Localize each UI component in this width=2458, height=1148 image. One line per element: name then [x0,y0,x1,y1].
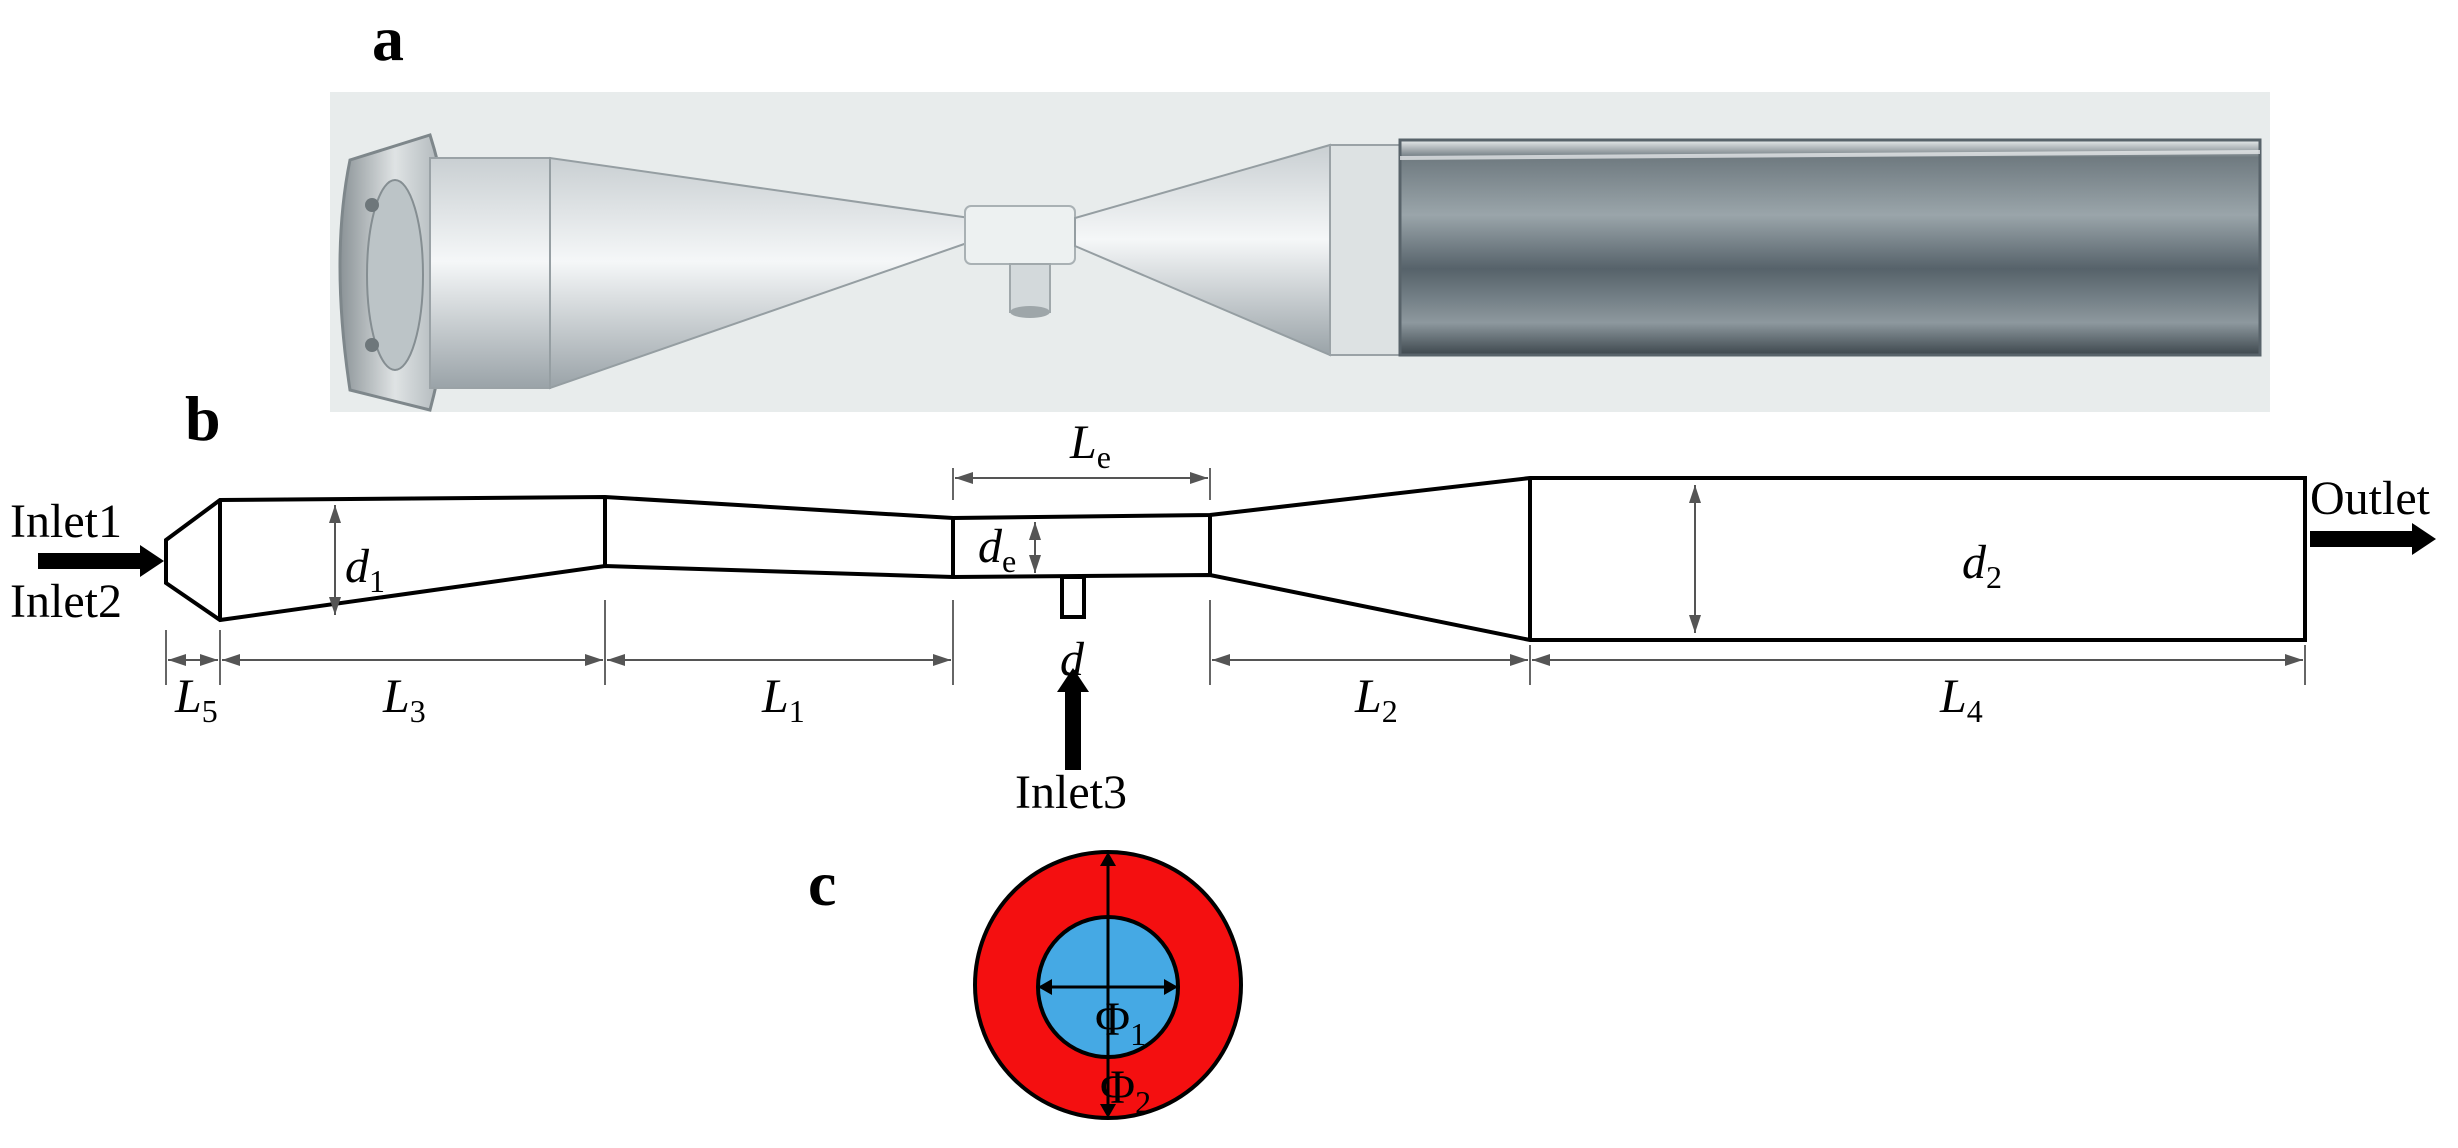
phi2-label: Φ2 [1100,1061,1151,1120]
inlet1-label: Inlet1 [10,495,122,548]
l1-label: L1 [761,670,805,729]
inlet3-label: Inlet3 [1015,766,1127,819]
l3-label: L3 [382,670,426,729]
outlet-label: Outlet [2310,472,2431,525]
outlet-arrow [2310,523,2436,555]
photo-side-inlet-rim [1010,306,1050,318]
d2-label: d2 [1962,536,2002,595]
d-label: d [1060,633,1085,686]
inlet2-label: Inlet2 [10,575,122,628]
phi1-label: Φ1 [1095,993,1146,1052]
le-label: Le [1069,416,1111,475]
outer-diameter-arrow-top [1100,852,1116,866]
photo-tube-highlight [1399,150,2261,160]
photo-bolt-hole [365,338,379,352]
photo-bolt-hole [365,198,379,212]
panel-label-c: c [808,848,836,919]
outer-diameter-arrow-bottom [1100,1104,1116,1118]
de-label: de [978,520,1016,579]
inner-diameter-arrow-left [1038,979,1052,995]
panel-label-a: a [372,3,404,74]
photo-throat-fitting [964,205,1076,265]
inner-diameter-arrow-right [1164,979,1178,995]
l2-label: L2 [1354,670,1398,729]
photo-side-inlet [1009,263,1051,313]
venturi-outline [164,476,2307,642]
d1-label: d1 [345,540,385,599]
cross-section: Φ1 Φ2 [973,850,1243,1120]
side-inlet-nozzle [1060,575,1086,619]
l4-label: L4 [1939,670,1983,729]
photo-flange-face [366,179,424,371]
inlet3-arrow [1057,668,1089,770]
photo-inlet-cylinder [429,157,551,389]
photo-coupling [1329,144,1401,356]
panel-label-b: b [185,383,221,454]
venturi-photo [330,92,2270,412]
photo-outlet-tube [1398,138,2262,357]
inlet-arrow [38,545,164,577]
length-dimension-ticks [165,600,2306,685]
l5-label: L5 [174,670,218,729]
